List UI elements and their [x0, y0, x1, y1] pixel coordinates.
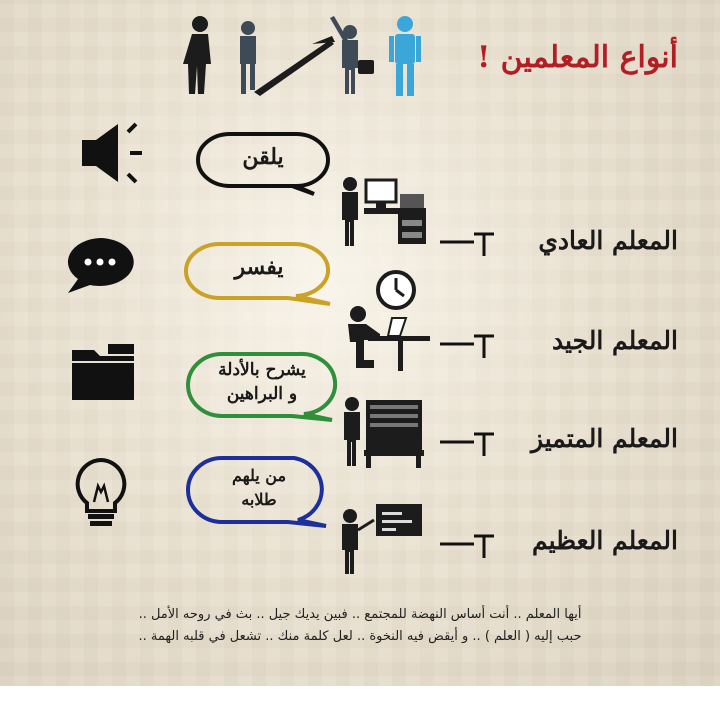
page-title: أنواع المعلمين !	[477, 40, 678, 75]
connector-tee-icon	[440, 232, 494, 256]
footer-line-2: حبب إليه ( العلم ) .. و أيقض فيه النخوة …	[138, 629, 582, 644]
megaphone-icon	[82, 122, 142, 184]
waving-person-icon	[330, 16, 374, 94]
person-at-board-icon	[342, 504, 422, 574]
bottom-edge	[0, 686, 720, 704]
person-at-computer-icon	[342, 177, 426, 246]
row-label-great: المعلم العظيم	[531, 526, 678, 555]
person-with-laptop-icon	[348, 270, 430, 371]
escalator-person-icon	[240, 21, 335, 96]
person-at-bookshelf-icon	[344, 397, 424, 468]
footer-message: أيها المعلم .. أنت أساس النهضة للمجتمع .…	[20, 604, 700, 648]
row-label-good: المعلم الجيد	[551, 326, 678, 355]
chat-bubble-icon	[67, 238, 134, 293]
speech-bubble-explain: يفسر	[180, 236, 338, 306]
speech-bubble-evidence: يشرح بالأدلة و البراهين	[184, 348, 340, 424]
speech-bubble-lecture: يلقن	[190, 128, 336, 196]
footer-line-1: أيها المعلم .. أنت أساس النهضة للمجتمع .…	[138, 607, 582, 622]
standing-person-icon	[389, 16, 421, 96]
row-label-distinguished: المعلم المتميز	[530, 424, 678, 453]
speech-bubble-inspire: من يلهم طلابه	[184, 452, 334, 530]
connector-tee-icon	[440, 534, 494, 558]
folder-icon	[72, 344, 134, 400]
connector-tee-icon	[440, 432, 494, 456]
people-progression-icon	[183, 16, 421, 96]
walking-person-icon	[183, 16, 211, 94]
row-label-ordinary: المعلم العادي	[538, 226, 678, 255]
lightbulb-icon	[75, 457, 127, 526]
connector-tee-icon	[440, 334, 494, 358]
